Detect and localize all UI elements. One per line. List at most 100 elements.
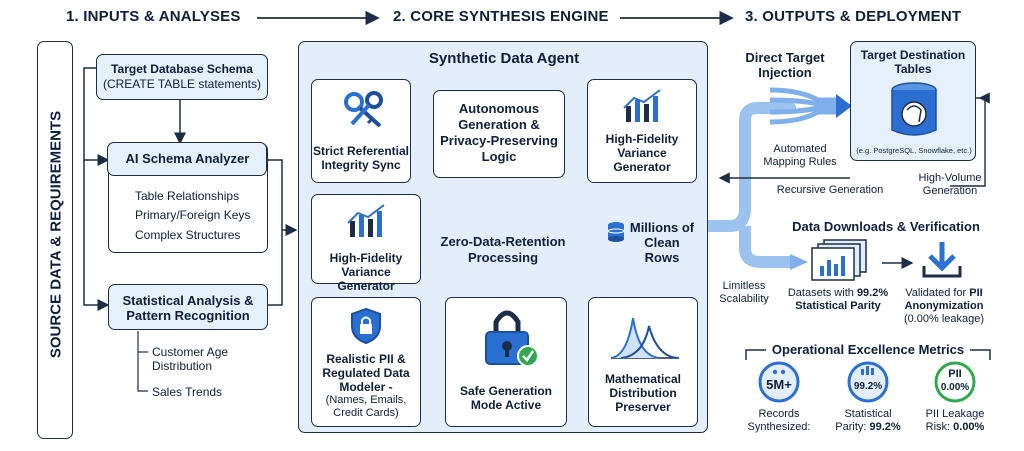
- pii-line-3: Modeler -: [339, 380, 393, 394]
- statistical-title-2: Pattern Recognition: [126, 308, 250, 323]
- variance-left-line-1: High-Fidelity: [329, 251, 403, 265]
- pii-line-1: Realistic PII &: [326, 352, 406, 366]
- pii-modeler-box: Realistic PII & Regulated Data Modeler -…: [311, 297, 421, 427]
- pii-line-5: Credit Cards): [333, 407, 399, 419]
- bar-chart-icon: [347, 204, 385, 237]
- validated-line-3: (0.00% leakage): [903, 313, 985, 325]
- autonomous-line-4: Logic: [481, 149, 517, 164]
- high-volume-line-1: High-Volume: [918, 172, 982, 184]
- variance-top-line-1: High-Fidelity: [605, 132, 679, 146]
- source-requirements-label: SOURCE DATA & REQUIREMENTS: [47, 110, 65, 359]
- zero-retention-line-2: Processing: [467, 250, 539, 265]
- statistical-item: Customer Age Distribution: [152, 345, 229, 373]
- variance-left-line-2: Variance Generator: [337, 265, 395, 293]
- validated-line-2: Anonymization: [904, 300, 984, 312]
- millions-line-2: Clean Rows: [644, 235, 680, 265]
- math-line-3: Preserver: [615, 400, 671, 414]
- pii-leakage-label-2: Risk: 0.00%: [915, 421, 995, 434]
- millions-line-1: Millions of: [629, 220, 695, 235]
- safe-line-1: Safe Generation: [459, 384, 553, 398]
- datasets-prefix: Datasets with: [787, 287, 854, 299]
- datasets-pct: 99.2%: [856, 287, 889, 299]
- analyzer-item: Primary/Foreign Keys: [135, 208, 251, 222]
- autonomous-generation-box: Autonomous Generation & Privacy-Preservi…: [433, 90, 565, 178]
- pii-badge-top: PII: [948, 368, 962, 380]
- database-elephant-icon: [891, 82, 937, 136]
- metrics-title: Operational Excellence Metrics: [771, 342, 965, 357]
- destination-line-2: Tables: [894, 62, 932, 76]
- target-schema-box: Target Database Schema (CREATE TABLE sta…: [96, 54, 268, 100]
- pii-badge-value: 0.00%: [940, 382, 970, 393]
- direct-target-line-2: Injection: [758, 65, 812, 80]
- safe-generation-box: Safe Generation Mode Active: [445, 297, 567, 427]
- metric-records: 5M+: [751, 361, 807, 408]
- records-badge-icon: [758, 361, 800, 403]
- pii-leakage-value: 0.00%: [953, 421, 985, 433]
- download-icon: [922, 242, 962, 278]
- target-schema-title: Target Database Schema: [111, 62, 253, 76]
- math-distribution-box: Mathematical Distribution Preserver: [588, 297, 698, 427]
- parity-badge-icon: [847, 361, 889, 403]
- referential-line-1: Strict Referential: [312, 144, 410, 158]
- zero-retention-line-1: Zero-Data-Retention: [440, 234, 566, 249]
- parity-badge-value: 99.2%: [853, 381, 883, 392]
- variance-top-line-2: Variance: [617, 146, 667, 160]
- bar-chart-icon: [623, 89, 661, 122]
- pii-badge-icon: [934, 361, 976, 403]
- variance-generator-left-box: High-Fidelity Variance Generator: [311, 194, 421, 293]
- mapping-line-1: Automated: [773, 143, 827, 155]
- keys-icon: [344, 91, 383, 128]
- stage-1-title: 1. INPUTS & ANALYSES: [66, 8, 241, 25]
- dataset-stack-icon: [811, 239, 867, 281]
- statistical-item: Sales Trends: [152, 385, 223, 399]
- variance-top-line-3: Generator: [613, 160, 671, 174]
- stage-3-title: 3. OUTPUTS & DEPLOYMENT: [745, 8, 962, 25]
- math-line-1: Mathematical: [604, 372, 682, 386]
- referential-line-2: Integrity Sync: [321, 158, 401, 172]
- pii-line-2: Regulated Data: [322, 366, 410, 380]
- pii-leakage-prefix: Risk:: [925, 421, 954, 433]
- database-icon: [607, 222, 625, 242]
- direct-target-line-1: Direct Target: [745, 50, 825, 65]
- downloads-title: Data Downloads & Verification: [792, 219, 980, 234]
- autonomous-line-3: Privacy-Preserving: [440, 133, 558, 148]
- parity-label-2: Parity: 99.2%: [828, 421, 908, 434]
- autonomous-line-2: Generation &: [458, 117, 540, 132]
- metric-pii-leakage: PII 0.00%: [927, 361, 983, 408]
- destination-db-note: (e.g. PostgreSQL, Snowflake, etc.): [856, 146, 972, 155]
- limitless-line-1: Limitless: [722, 280, 766, 292]
- autonomous-line-1: Autonomous: [458, 101, 540, 116]
- metric-parity: 99.2%: [840, 361, 896, 408]
- high-volume-line-2: Generation: [922, 185, 978, 197]
- datasets-line-1: Datasets with 99.2%: [782, 287, 894, 300]
- math-line-2: Distribution: [609, 386, 677, 400]
- parity-label-value: 99.2%: [869, 421, 901, 433]
- pii-leakage-label-1: PII Leakage: [925, 408, 985, 420]
- referential-integrity-box: Strict Referential Integrity Sync: [311, 79, 411, 183]
- agent-title: Synthetic Data Agent: [428, 50, 580, 67]
- source-requirements-bar: SOURCE DATA & REQUIREMENTS: [37, 41, 73, 439]
- analyzer-item: Table Relationships: [135, 189, 240, 203]
- mapping-line-2: Mapping Rules: [763, 156, 837, 168]
- variance-generator-top-box: High-Fidelity Variance Generator: [587, 79, 697, 183]
- target-destination-box: Target Destination Tables (e.g. PostgreS…: [850, 41, 976, 161]
- validated-line-1: Validated for PII: [896, 287, 992, 300]
- statistical-title-1: Statistical Analysis &: [122, 293, 254, 308]
- datasets-line-2: Statistical Parity: [795, 300, 881, 312]
- validated-pii: PII: [969, 287, 983, 299]
- padlock-icon: [485, 310, 539, 367]
- pii-line-4: (Names, Emails,: [325, 394, 407, 406]
- ai-schema-analyzer: AI Schema Analyzer Table Relationships P…: [107, 142, 268, 253]
- shield-lock-icon: [351, 307, 381, 345]
- parity-label-prefix: Parity:: [835, 421, 870, 433]
- safe-line-2: Mode Active: [470, 398, 542, 412]
- analyzer-item: Complex Structures: [135, 228, 241, 242]
- records-label-1: Records: [758, 408, 800, 420]
- limitless-line-2: Scalability: [719, 293, 769, 305]
- target-schema-subtitle: (CREATE TABLE statements): [102, 77, 262, 91]
- recursive-generation-label: Recursive Generation: [776, 184, 884, 196]
- analyzer-header: AI Schema Analyzer: [107, 142, 268, 177]
- stage-2-title: 2. CORE SYNTHESIS ENGINE: [393, 8, 609, 25]
- parity-label-1: Statistical: [844, 408, 892, 420]
- destination-line-1: Target Destination: [860, 48, 966, 62]
